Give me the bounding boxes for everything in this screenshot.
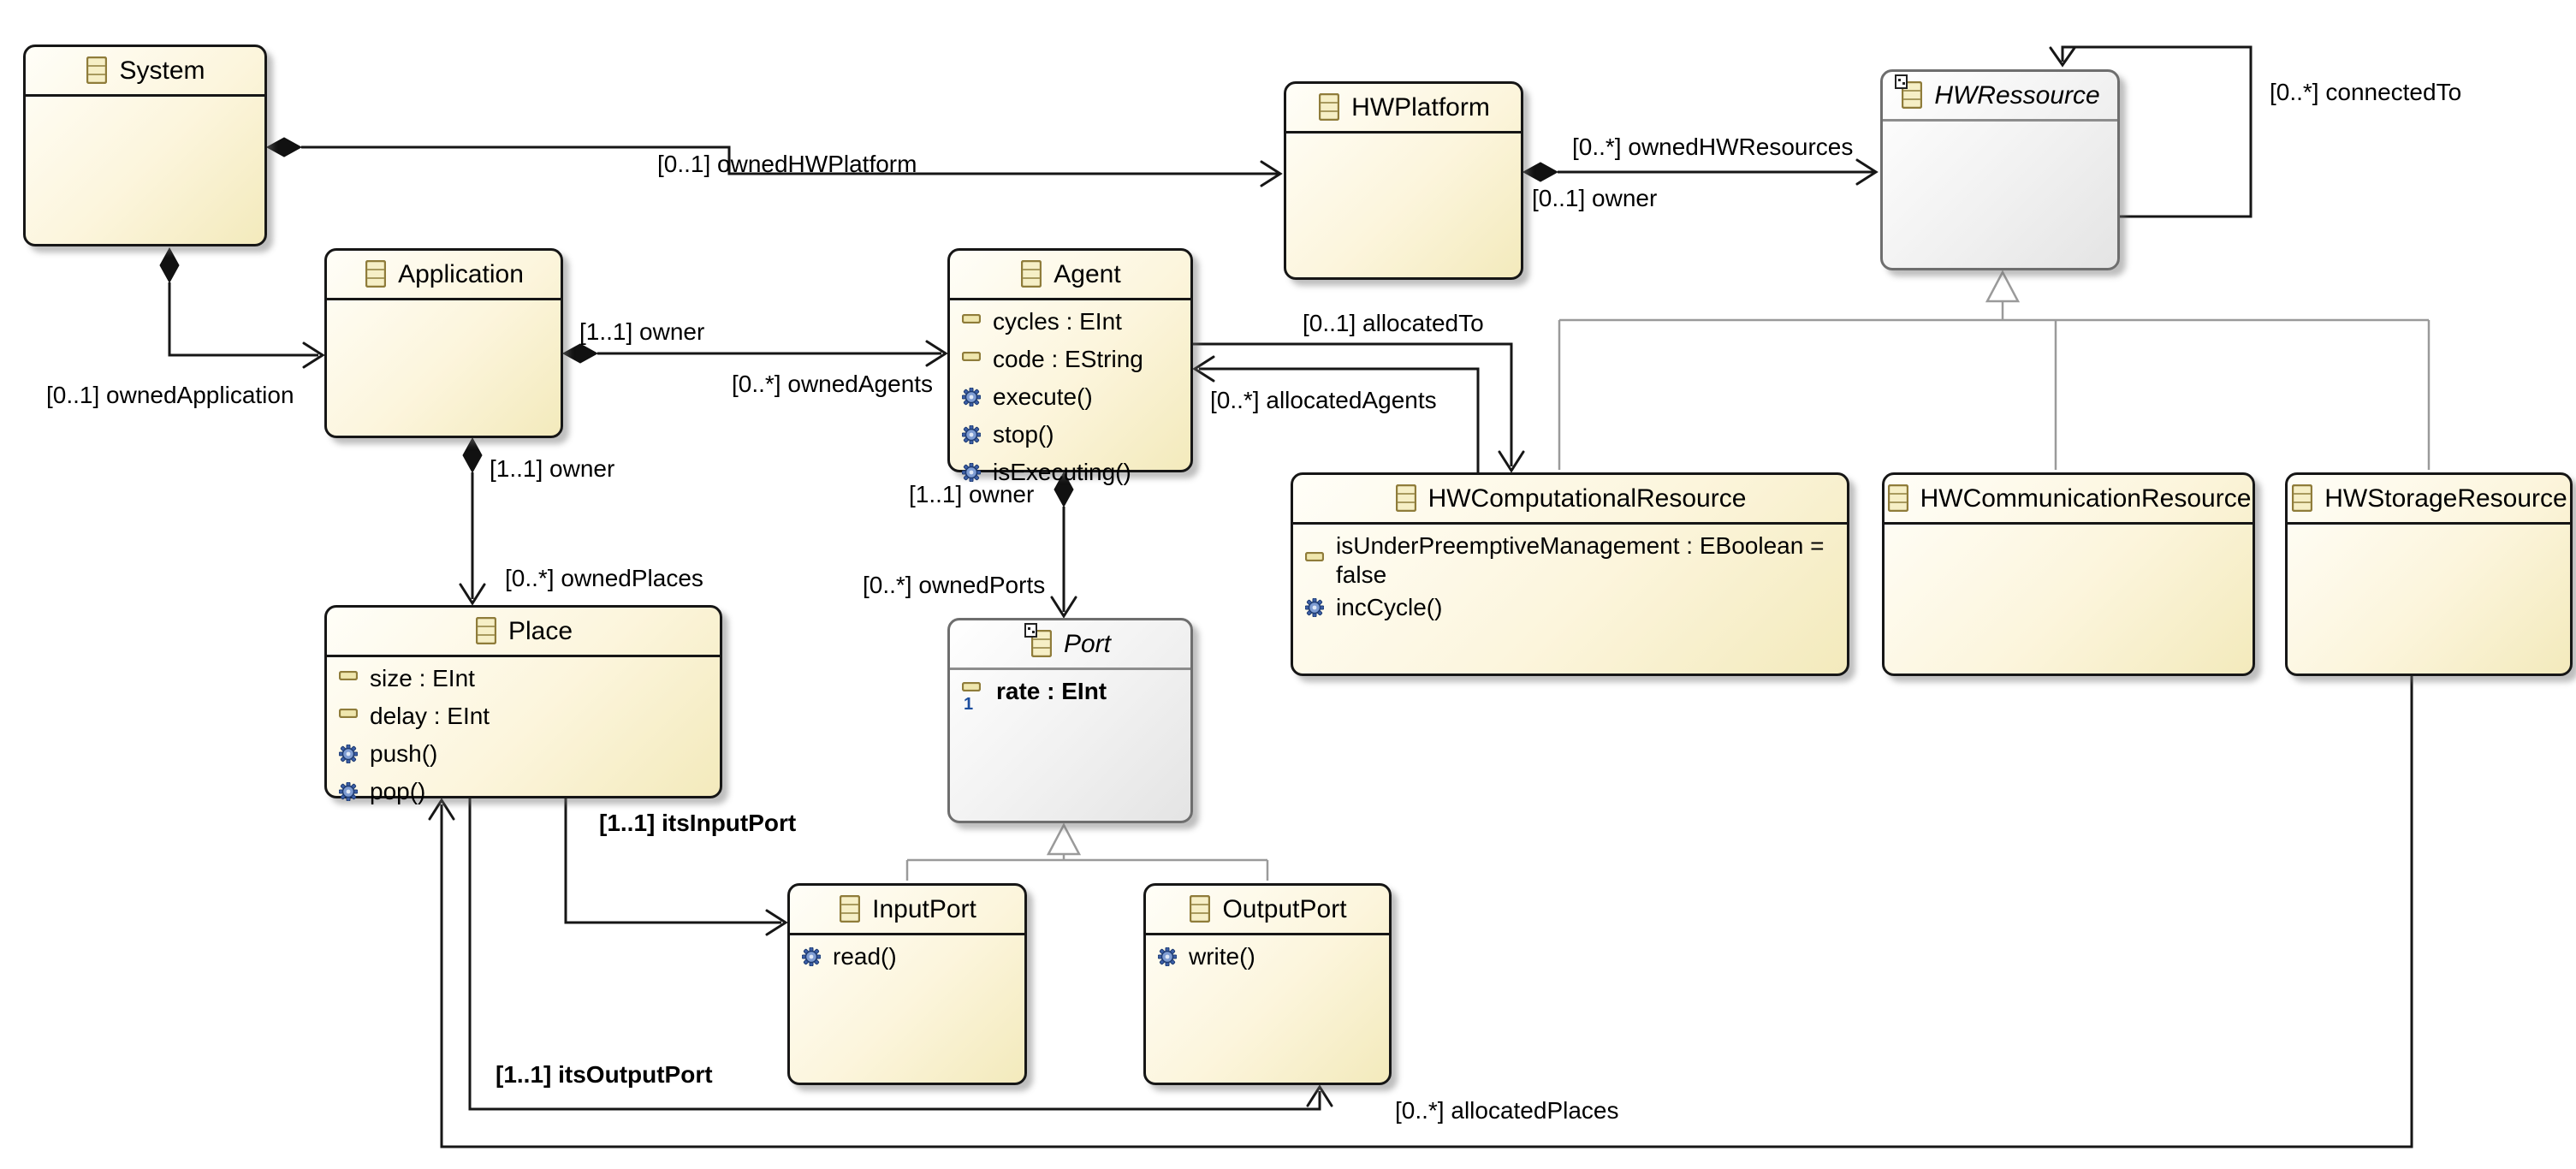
attribute-label: code : EString (993, 346, 1143, 372)
required-attribute-icon: 1 (962, 680, 984, 714)
edge-label-owner-agent-port[interactable]: [1..1] owner (909, 481, 1035, 507)
class-application-header: Application (327, 251, 561, 300)
edge-label-ownedApplication[interactable]: [0..1] ownedApplication (46, 382, 294, 408)
class-port[interactable]: Port 1 rate : EInt (947, 618, 1193, 823)
class-hwcomputationalresource-header: HWComputationalResource (1293, 475, 1847, 525)
class-title: HWComputationalResource (1427, 484, 1747, 513)
attribute-label: rate : EInt (996, 678, 1107, 704)
class-agent[interactable]: Agent cycles : EInt code : EString execu… (947, 248, 1193, 485)
operation-label: read() (833, 943, 897, 970)
class-icon (474, 616, 498, 647)
operation-label: incCycle() (1336, 594, 1443, 620)
edge-label-connectedTo[interactable]: [0..*] connectedTo (2270, 79, 2462, 105)
class-title: InputPort (872, 894, 976, 923)
class-hwressource[interactable]: HWRessource (1880, 69, 2120, 270)
edge-label-itsInputPort[interactable]: [1..1] itsInputPort (599, 810, 797, 836)
edge-label-allocatedAgents[interactable]: [0..*] allocatedAgents (1210, 387, 1437, 413)
class-system[interactable]: System (23, 45, 267, 246)
class-title: HWPlatform (1351, 92, 1490, 122)
abstract-class-icon (1895, 74, 1924, 111)
class-title: Application (398, 259, 524, 288)
class-agent-header: Agent (950, 251, 1190, 300)
class-icon (1317, 92, 1341, 123)
class-hwstorageresource[interactable]: HWStorageResource (2285, 472, 2573, 676)
class-icon (85, 56, 109, 86)
operation-row[interactable]: write() (1146, 941, 1389, 978)
operation-row[interactable]: push() (327, 738, 720, 775)
attribute-row[interactable]: cycles : EInt (950, 306, 1190, 343)
class-title: Port (1063, 629, 1112, 658)
class-title: HWRessource (1934, 80, 2100, 110)
class-hwcommunicationresource-header: HWCommunicationResource (1885, 475, 2253, 525)
operation-label: stop() (993, 421, 1054, 448)
class-title: Place (507, 616, 573, 645)
attribute-row[interactable]: delay : EInt (327, 700, 720, 738)
edge-label-owner-application-agent[interactable]: [1..1] owner (579, 318, 705, 345)
operation-row[interactable]: pop() (327, 775, 720, 813)
edge-label-owner-application-place[interactable]: [1..1] owner (490, 455, 615, 482)
edge-label-ownedPorts[interactable]: [0..*] ownedPorts (863, 572, 1046, 598)
edge-label-allocatedTo[interactable]: [0..1] allocatedTo (1303, 310, 1484, 336)
edge-label-owner-hwplatform[interactable]: [0..1] owner (1532, 185, 1658, 211)
attribute-row[interactable]: isUnderPreemptiveManagement : EBoolean =… (1293, 530, 1847, 591)
operation-row[interactable]: stop() (950, 418, 1190, 456)
class-inputport-header: InputPort (790, 886, 1024, 935)
operation-row[interactable]: incCycle() (1293, 591, 1847, 629)
operation-label: isExecuting() (993, 459, 1131, 485)
class-icon (2290, 484, 2314, 514)
attribute-row[interactable]: size : EInt (327, 662, 720, 700)
class-application[interactable]: Application (324, 248, 563, 438)
class-title: HWStorageResource (2324, 484, 2567, 513)
class-place-header: Place (327, 608, 720, 657)
operation-label: pop() (370, 778, 426, 804)
class-icon (1188, 894, 1212, 925)
attribute-label: cycles : EInt (993, 308, 1122, 335)
class-title: OutputPort (1222, 894, 1347, 923)
class-icon (838, 894, 862, 925)
edge-label-allocatedPlaces[interactable]: [0..*] allocatedPlaces (1395, 1097, 1619, 1124)
class-inputport[interactable]: InputPort read() (787, 883, 1027, 1085)
edge-label-itsOutputPort[interactable]: [1..1] itsOutputPort (496, 1061, 713, 1088)
operation-label: push() (370, 740, 438, 767)
class-hwplatform-header: HWPlatform (1286, 84, 1521, 134)
class-hwcomputationalresource[interactable]: HWComputationalResource isUnderPreemptiv… (1291, 472, 1849, 676)
abstract-class-icon (1024, 622, 1054, 660)
class-icon (1886, 484, 1910, 514)
class-icon (1019, 259, 1043, 290)
operation-label: write() (1189, 943, 1255, 970)
edge-label-ownedHWPlatform[interactable]: [0..1] ownedHWPlatform (657, 151, 917, 177)
operation-row[interactable]: read() (790, 941, 1024, 978)
attribute-row[interactable]: 1 rate : EInt (950, 675, 1190, 714)
attribute-label: delay : EInt (370, 703, 490, 729)
operation-label: execute() (993, 383, 1093, 410)
class-hwcommunicationresource[interactable]: HWCommunicationResource (1882, 472, 2255, 676)
class-hwressource-header: HWRessource (1883, 72, 2117, 122)
class-place[interactable]: Place size : EInt delay : EInt push() po… (324, 605, 722, 804)
class-port-header: Port (950, 620, 1190, 670)
attribute-label: isUnderPreemptiveManagement : EBoolean =… (1336, 532, 1825, 588)
attribute-row[interactable]: code : EString (950, 343, 1190, 381)
class-title: HWCommunicationResource (1920, 484, 2252, 513)
class-system-header: System (26, 47, 264, 97)
class-outputport[interactable]: OutputPort write() (1143, 883, 1392, 1085)
operation-row[interactable]: isExecuting() (950, 456, 1190, 494)
operation-row[interactable]: execute() (950, 381, 1190, 418)
class-hwstorageresource-header: HWStorageResource (2288, 475, 2570, 525)
class-outputport-header: OutputPort (1146, 886, 1389, 935)
class-icon (364, 259, 388, 290)
attribute-label: size : EInt (370, 665, 475, 691)
class-title: Agent (1054, 259, 1121, 288)
class-icon (1394, 484, 1418, 514)
edge-label-ownedHWResources[interactable]: [0..*] ownedHWResources (1572, 134, 1854, 160)
edge-label-ownedPlaces[interactable]: [0..*] ownedPlaces (505, 565, 703, 591)
edge-label-ownedAgents[interactable]: [0..*] ownedAgents (732, 371, 934, 397)
class-title: System (119, 56, 205, 85)
class-hwplatform[interactable]: HWPlatform (1284, 81, 1523, 280)
